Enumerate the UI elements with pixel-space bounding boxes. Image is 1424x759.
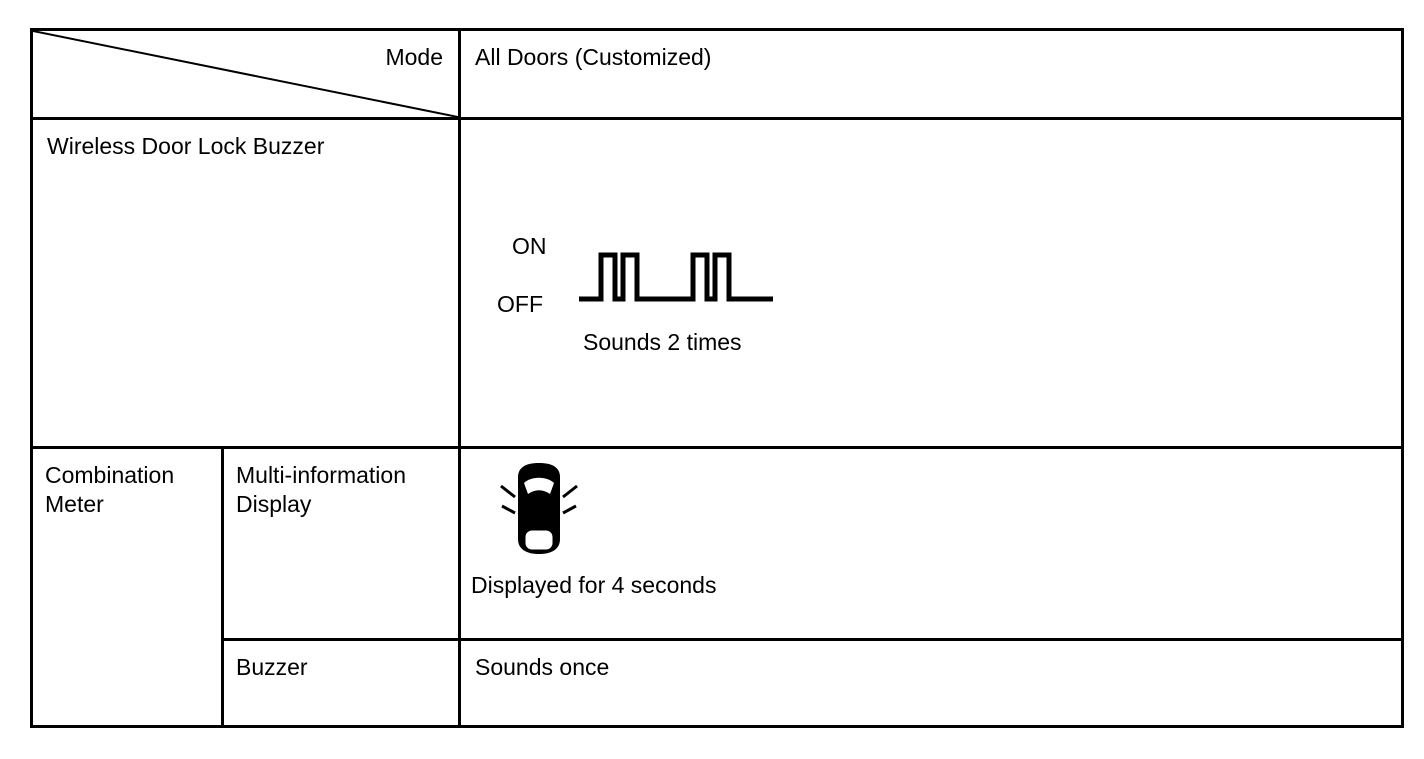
waveform-on-label: ON (512, 233, 547, 259)
column-divider-main (458, 31, 461, 725)
buzzer-cell: Buzzer (224, 641, 458, 725)
header-corner-cell: Mode (33, 31, 458, 117)
mode-value-cell: All Doors (Customized) (461, 31, 1401, 117)
combination-meter-cell: Combination Meter (33, 449, 221, 725)
wireless-door-lock-buzzer-label: Wireless Door Lock Buzzer (47, 133, 325, 159)
row-divider-header (33, 117, 1401, 120)
multi-information-display-value-cell: Displayed for 4 seconds (461, 449, 1401, 638)
mode-corner-label: Mode (385, 44, 443, 70)
display-caption: Displayed for 4 seconds (471, 572, 717, 598)
buzzer-value-cell: Sounds once (461, 641, 1401, 725)
row-divider-wireless (33, 446, 1401, 449)
diagonal-line (33, 31, 458, 117)
buzzer-label: Buzzer (236, 654, 308, 680)
buzzer-waveform-diagram: ON OFF Sounds 2 times (497, 232, 837, 382)
buzzer-value-text: Sounds once (475, 654, 610, 680)
wireless-door-lock-buzzer-cell: Wireless Door Lock Buzzer (33, 120, 458, 446)
multi-information-display-cell: Multi-information Display (224, 449, 458, 638)
waveform-caption: Sounds 2 times (583, 329, 742, 355)
column-divider-sub (221, 446, 224, 725)
door-ajar-car-icon (500, 463, 578, 554)
mode-value-text: All Doors (Customized) (475, 44, 712, 70)
multi-information-display-label: Multi-information Display (236, 462, 406, 517)
row-divider-buzzer (221, 638, 1401, 641)
waveform-pulse-icon (579, 252, 773, 302)
waveform-off-label: OFF (497, 291, 543, 317)
customization-table: Mode All Doors (Customized) Wireless Doo… (30, 28, 1404, 728)
wireless-buzzer-value-cell: ON OFF Sounds 2 times (461, 120, 1401, 446)
combination-meter-label: Combination Meter (45, 462, 175, 517)
